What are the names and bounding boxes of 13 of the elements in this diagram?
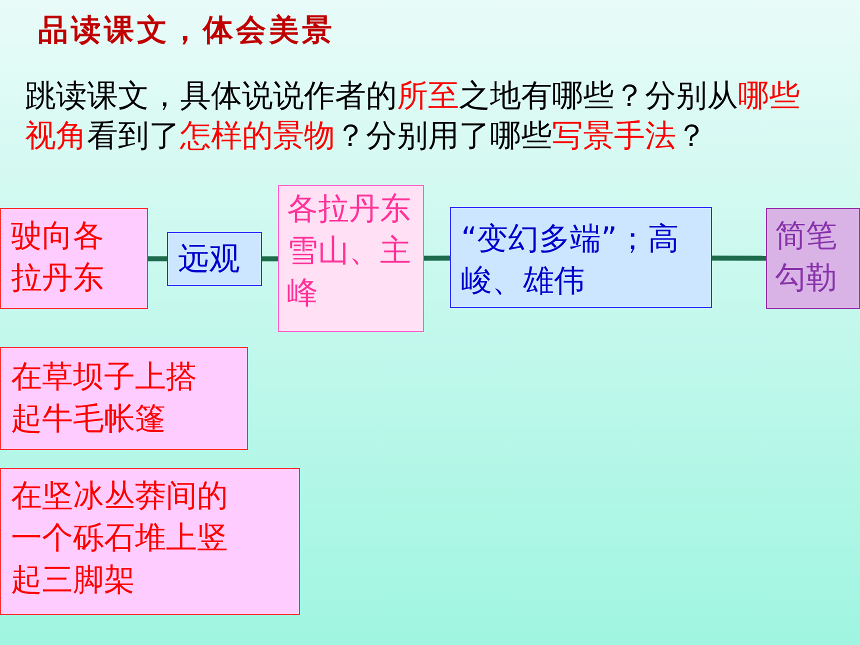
text-box: 简笔勾勒 bbox=[766, 208, 860, 309]
question-text: 跳读课文，具体说说作者的所至之地有哪些？分别从哪些视角看到了怎样的景物？分别用了哪些写景手法？ bbox=[25, 77, 801, 156]
text-box: 远观 bbox=[167, 232, 262, 286]
text-box: 在坚冰丛莽间的一个砾石堆上竖起三脚架 bbox=[0, 468, 300, 615]
connector-line bbox=[424, 256, 450, 261]
text-box: 驶向各拉丹东 bbox=[0, 208, 148, 309]
connector-line bbox=[148, 256, 167, 262]
connector-line bbox=[262, 256, 278, 262]
text-box: “变幻多端”；高峻、雄伟 bbox=[450, 207, 712, 308]
slide-title: 品读课文，体会美景 bbox=[38, 12, 335, 50]
text-box: 在草坝子上搭起牛毛帐篷 bbox=[0, 347, 248, 450]
connector-line bbox=[712, 256, 766, 261]
text-box: 各拉丹东雪山、主峰 bbox=[278, 185, 424, 332]
